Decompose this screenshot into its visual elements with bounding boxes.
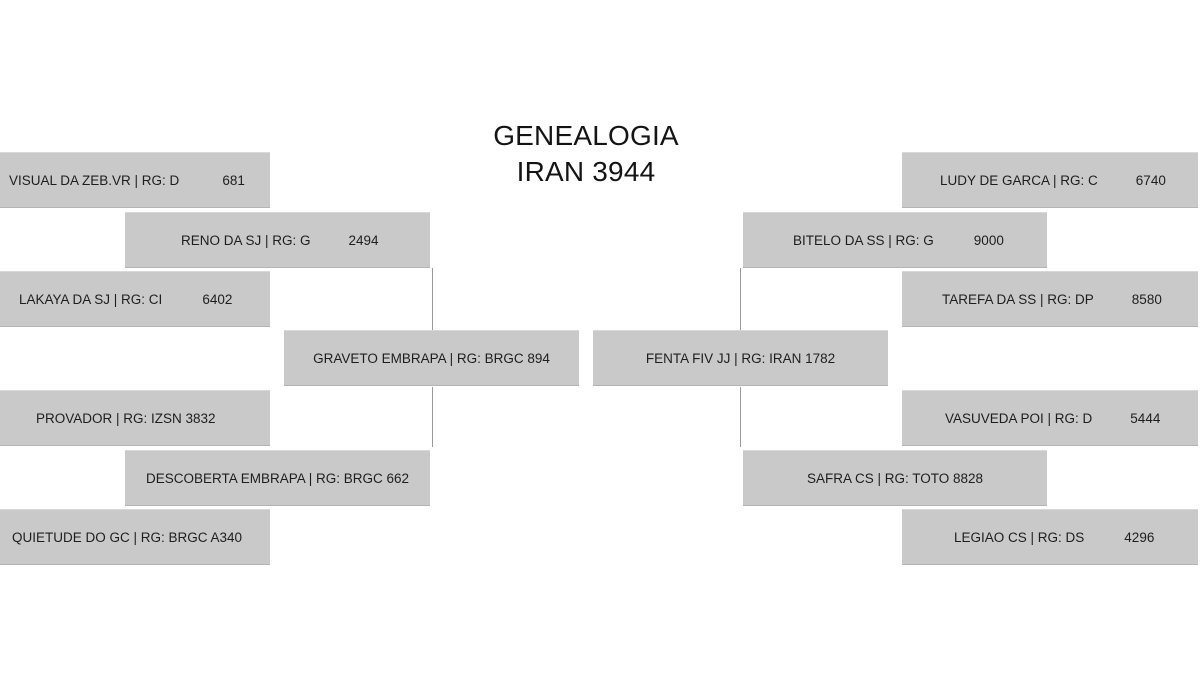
pedigree-box-maternal-grandsire-dam: TAREFA DA SS | RG: DP 8580 [902, 271, 1198, 327]
connector-line-dam-upper [740, 268, 741, 330]
animal-name: GRAVETO EMBRAPA | RG: BRGC 894 [313, 350, 550, 366]
animal-name: LUDY DE GARCA | RG: C [940, 172, 1098, 188]
animal-number: 5444 [1130, 410, 1161, 426]
animal-name: QUIETUDE DO GC | RG: BRGC A340 [12, 529, 243, 545]
animal-name: SAFRA CS | RG: TOTO 8828 [806, 470, 984, 486]
animal-number: 6402 [202, 291, 233, 307]
animal-name: DESCOBERTA EMBRAPA | RG: BRGC 662 [145, 470, 410, 486]
pedigree-box-maternal-granddam: SAFRA CS | RG: TOTO 8828 [743, 450, 1047, 506]
pedigree-box-paternal-granddam-dam: QUIETUDE DO GC | RG: BRGC A340 [0, 509, 270, 565]
title-line-2: IRAN 3944 [516, 156, 656, 187]
animal-name: PROVADOR | RG: IZSN 3832 [36, 410, 216, 426]
animal-name: TAREFA DA SS | RG: DP [942, 291, 1094, 307]
animal-number: 8580 [1131, 291, 1162, 307]
animal-name: LAKAYA DA SJ | RG: CI [19, 291, 163, 307]
connector-line-dam-lower [740, 387, 741, 447]
pedigree-box-maternal-grandsire: BITELO DA SS | RG: G 9000 [743, 212, 1047, 268]
connector-line-sire-lower [432, 387, 433, 447]
connector-line-sire-upper [432, 268, 433, 330]
pedigree-box-maternal-granddam-sire: VASUVEDA POI | RG: D 5444 [902, 390, 1198, 446]
page-title: GENEALOGIA IRAN 3944 [0, 118, 1172, 190]
pedigree-box-paternal-grandsire-dam: LAKAYA DA SJ | RG: CI 6402 [0, 271, 270, 327]
animal-name: RENO DA SJ | RG: G [181, 232, 311, 248]
animal-number: 6740 [1135, 172, 1166, 188]
title-line-1: GENEALOGIA [493, 120, 679, 151]
pedigree-box-sire: GRAVETO EMBRAPA | RG: BRGC 894 [284, 330, 579, 386]
pedigree-box-paternal-granddam-sire: PROVADOR | RG: IZSN 3832 [0, 390, 270, 446]
animal-number: 4296 [1124, 529, 1155, 545]
pedigree-box-paternal-grandsire: RENO DA SJ | RG: G 2494 [125, 212, 430, 268]
pedigree-box-maternal-grandsire-sire: LUDY DE GARCA | RG: C 6740 [902, 152, 1198, 208]
pedigree-box-paternal-granddam: DESCOBERTA EMBRAPA | RG: BRGC 662 [125, 450, 430, 506]
animal-name: LEGIAO CS | RG: DS [954, 529, 1085, 545]
pedigree-box-dam: FENTA FIV JJ | RG: IRAN 1782 [593, 330, 888, 386]
animal-number: 681 [222, 172, 245, 188]
animal-name: BITELO DA SS | RG: G [793, 232, 934, 248]
pedigree-box-paternal-grandsire-sire: VISUAL DA ZEB.VR | RG: D 681 [0, 152, 270, 208]
animal-name: FENTA FIV JJ | RG: IRAN 1782 [645, 350, 836, 366]
animal-number: 9000 [973, 232, 1004, 248]
animal-name: VASUVEDA POI | RG: D [945, 410, 1093, 426]
animal-name: VISUAL DA ZEB.VR | RG: D [9, 172, 180, 188]
animal-number: 2494 [348, 232, 379, 248]
pedigree-box-maternal-granddam-dam: LEGIAO CS | RG: DS 4296 [902, 509, 1198, 565]
